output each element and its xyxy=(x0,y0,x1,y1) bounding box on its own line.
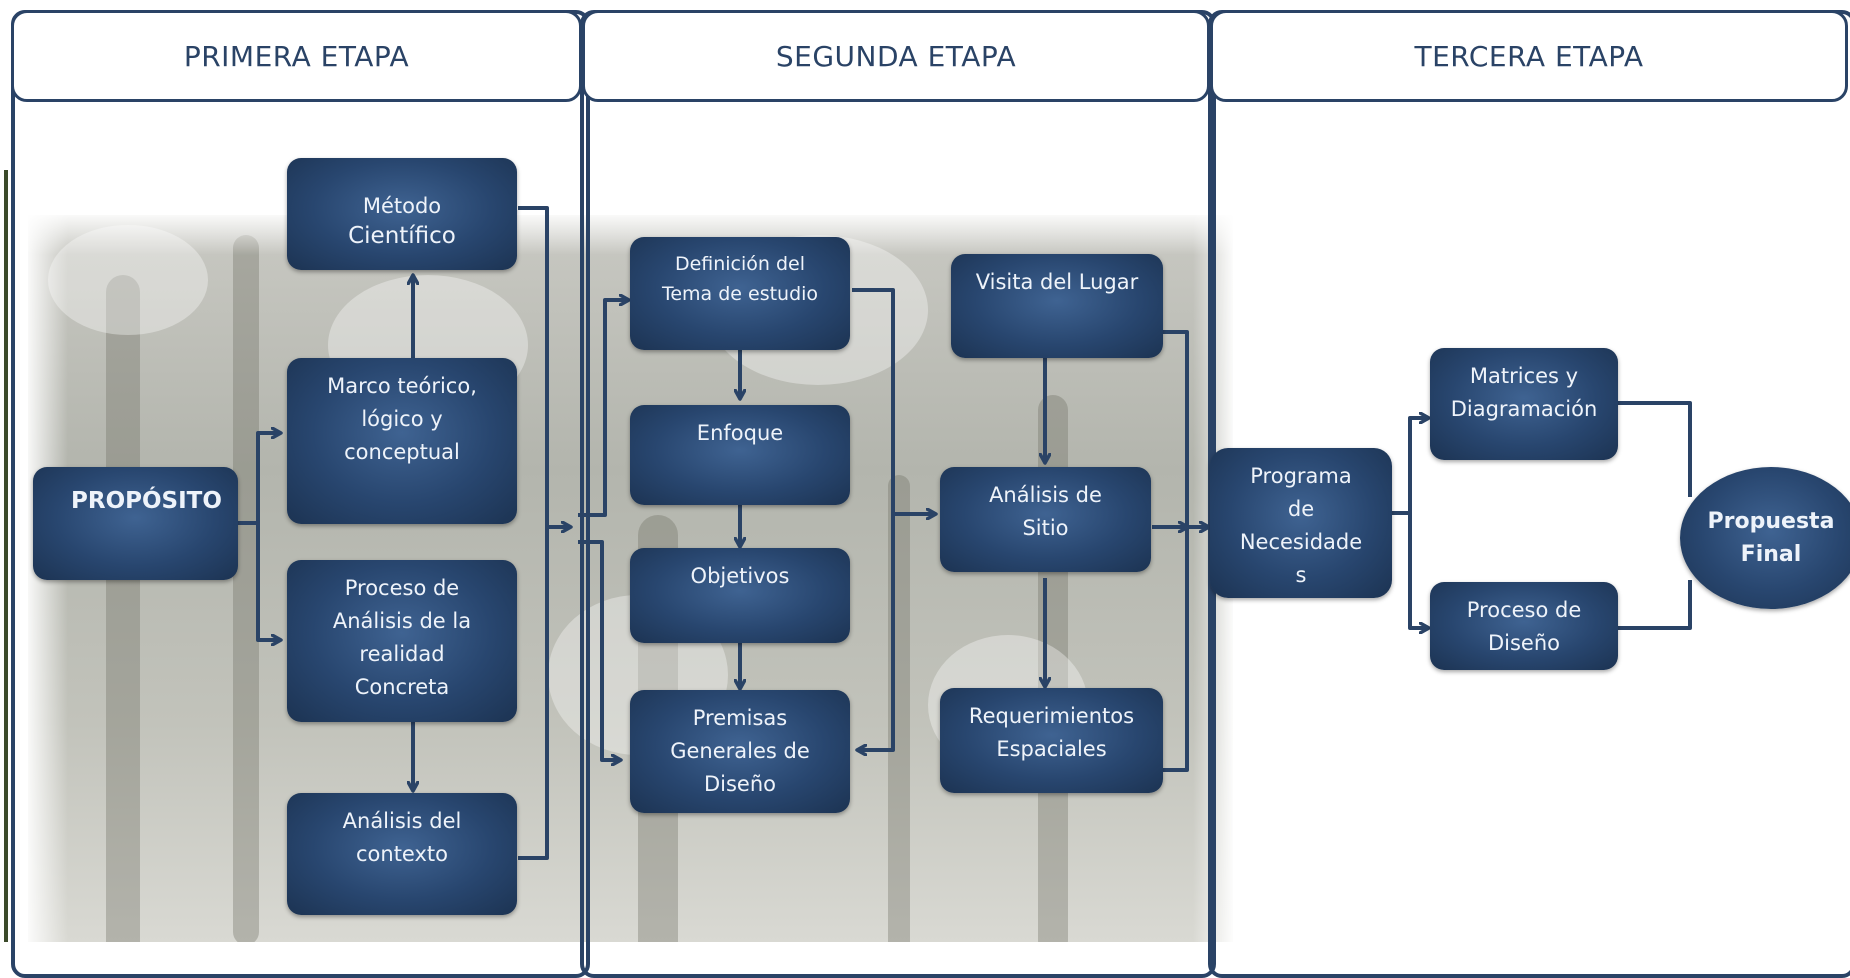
left-edge-bar xyxy=(4,170,8,942)
node-metodo-cientifico: Método Científico xyxy=(287,158,517,270)
node-proceso-analisis: Proceso de Análisis de la realidad Concr… xyxy=(287,560,517,722)
node-propuesta-final: Propuesta Final xyxy=(1680,467,1850,609)
node-analisis-contexto: Análisis del contexto xyxy=(287,793,517,915)
node-requerimientos-espaciales: Requerimientos Espaciales xyxy=(940,688,1163,793)
node-definicion-tema: Definición del Tema de estudio xyxy=(630,237,850,350)
node-visita-lugar: Visita del Lugar xyxy=(951,254,1163,358)
stage-3-header: TERCERA ETAPA xyxy=(1210,10,1848,102)
node-premisas-generales: Premisas Generales de Diseño xyxy=(630,690,850,813)
metodo-line2: Científico xyxy=(348,223,456,249)
node-matrices-diagramacion: Matrices y Diagramación xyxy=(1430,348,1618,460)
node-programa-necesidades: Programa de Necesidade s xyxy=(1210,448,1392,598)
node-marco-teorico: Marco teórico, lógico y conceptual xyxy=(287,358,517,524)
stage-2-header: SEGUNDA ETAPA xyxy=(582,10,1210,102)
node-analisis-sitio: Análisis de Sitio xyxy=(940,467,1151,572)
node-enfoque: Enfoque xyxy=(630,405,850,505)
node-proceso-diseno: Proceso de Diseño xyxy=(1430,582,1618,670)
node-objetivos: Objetivos xyxy=(630,548,850,643)
stage-1-header: PRIMERA ETAPA xyxy=(11,10,582,102)
node-proposito: PROPÓSITO xyxy=(33,467,238,580)
metodo-line1: Método xyxy=(362,194,442,218)
